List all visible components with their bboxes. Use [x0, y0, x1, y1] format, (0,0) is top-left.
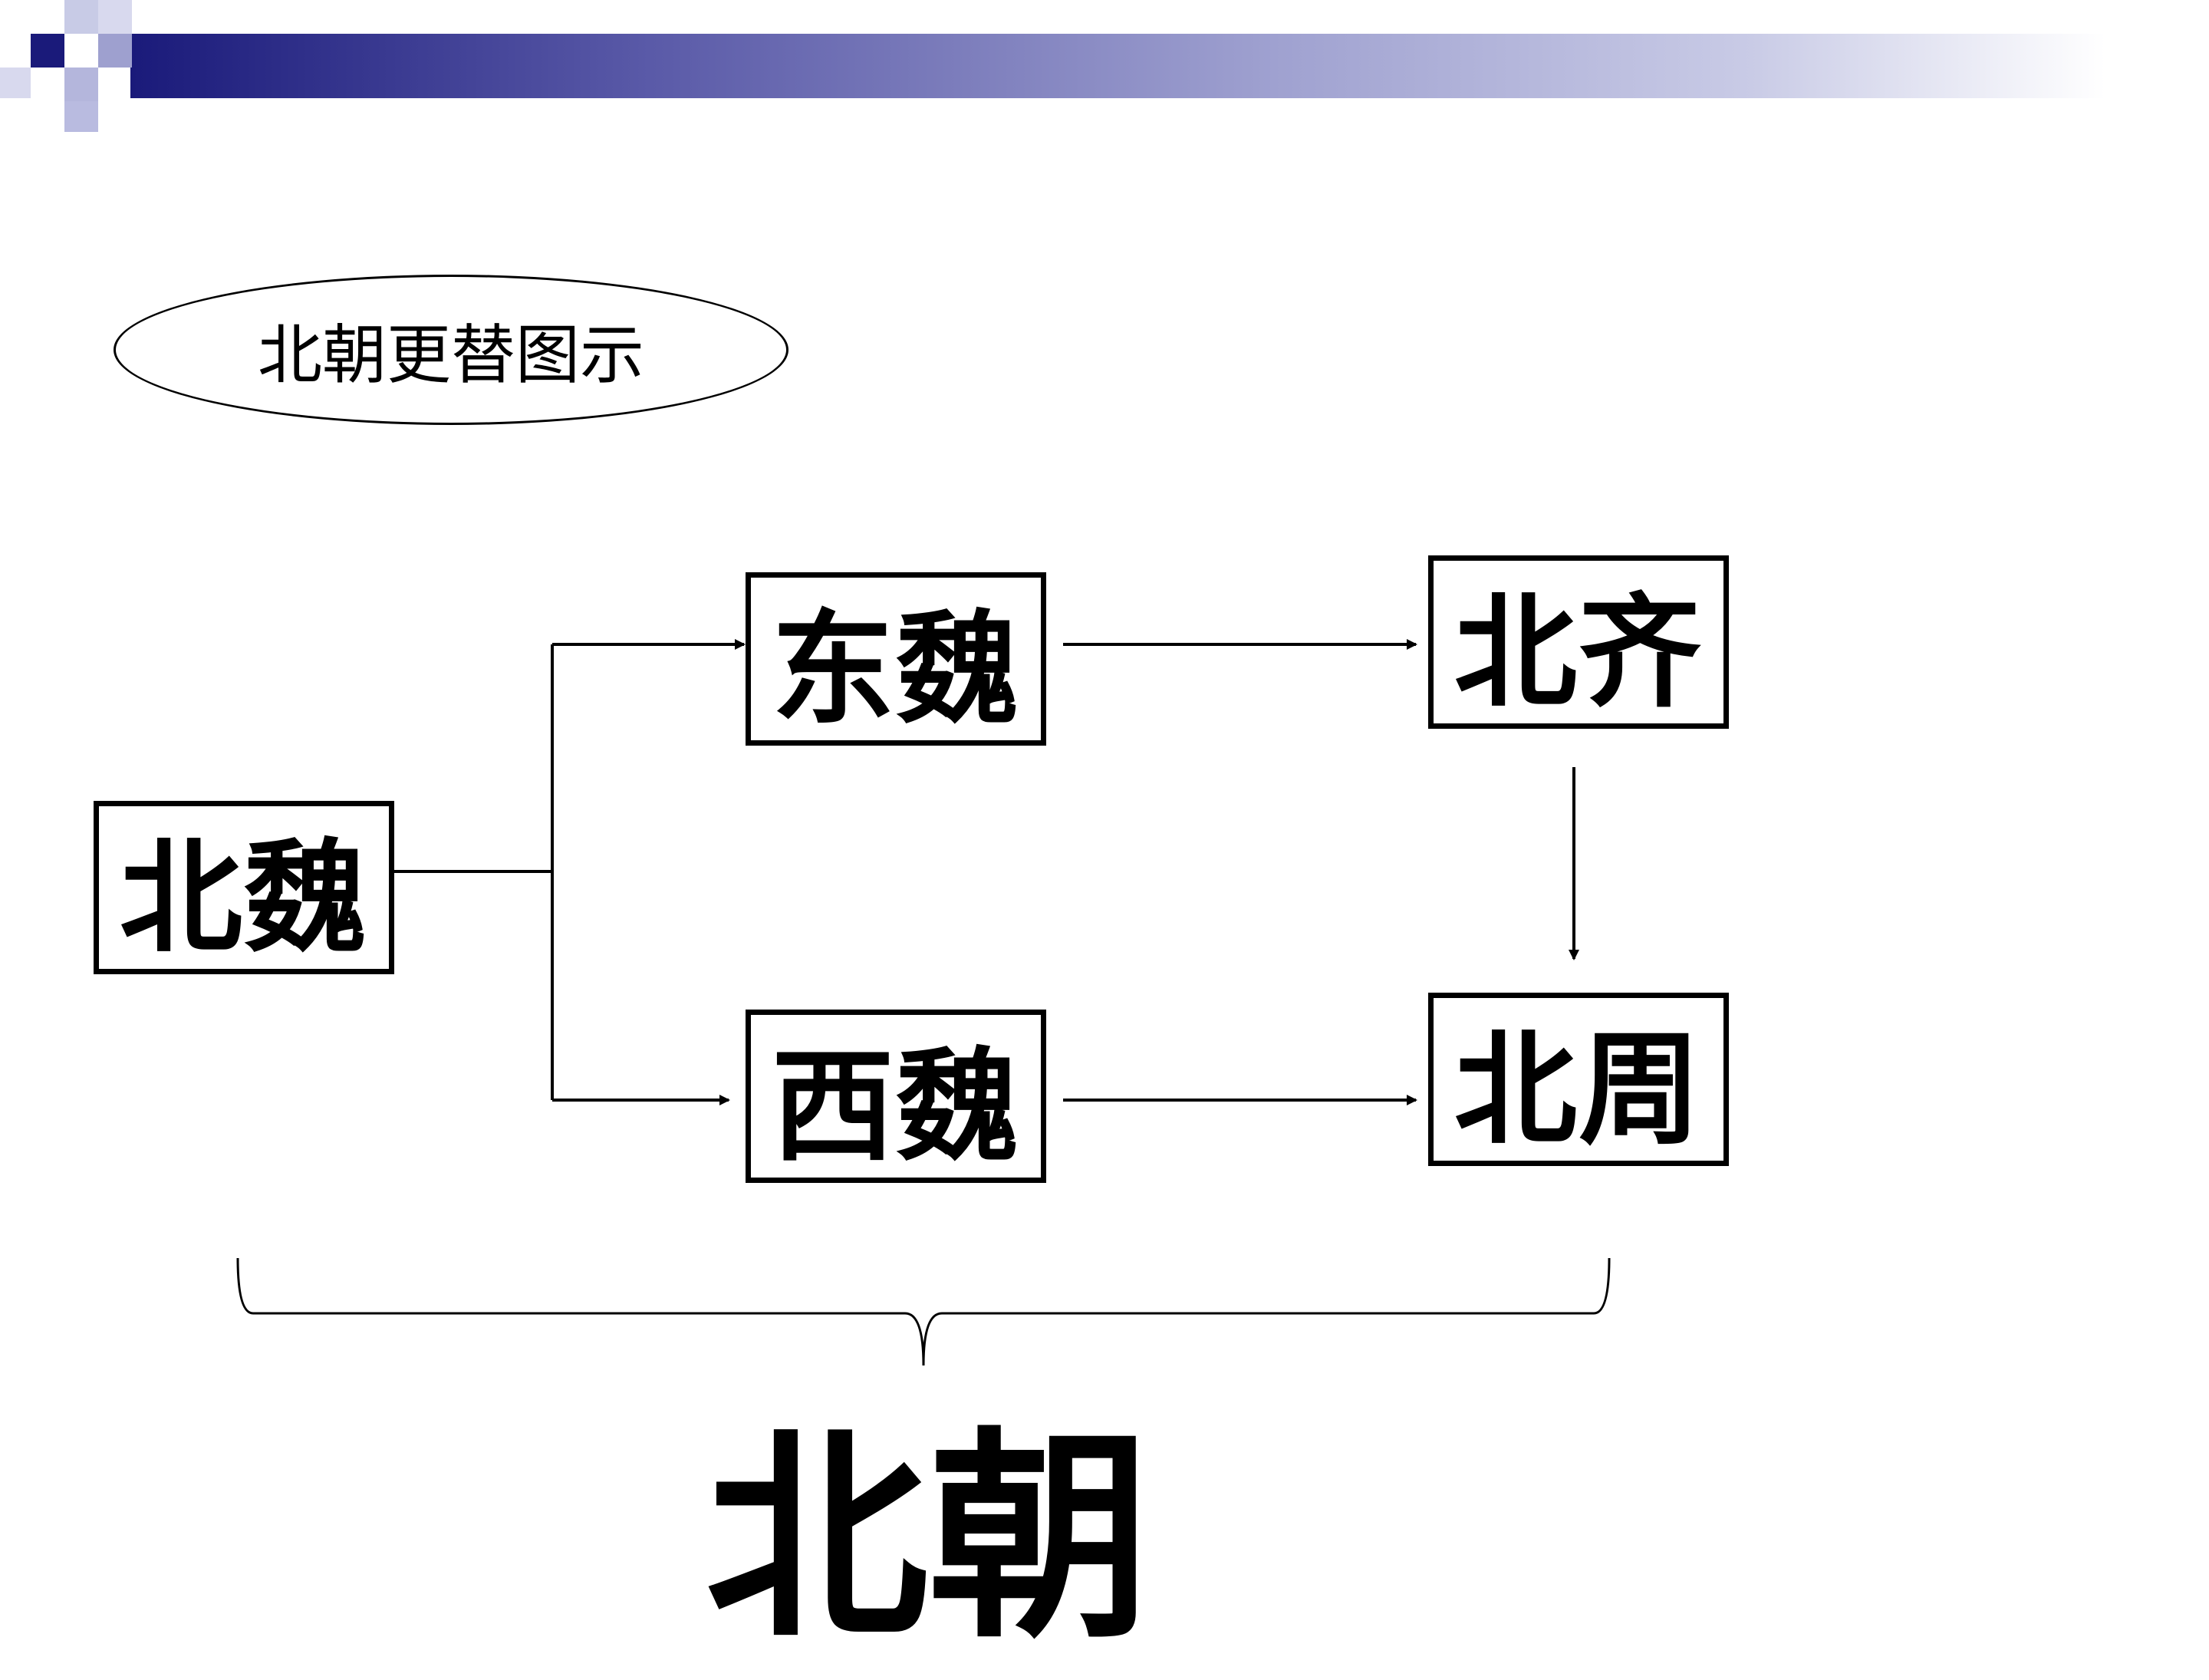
- header-square: [0, 0, 34, 34]
- header-square: [64, 101, 98, 132]
- group-label: 北朝: [706, 1408, 1151, 1668]
- diagram-title: 北朝更替图示: [114, 275, 788, 425]
- header-square: [64, 0, 98, 34]
- header-band: [0, 0, 2209, 132]
- header-square: [64, 68, 98, 101]
- header-square: [98, 34, 132, 68]
- header-gradient-bar: [130, 34, 2209, 98]
- node-beizhou: 北周: [1428, 993, 1729, 1166]
- header-square: [31, 34, 64, 68]
- grouping-brace: [236, 1257, 1611, 1366]
- node-xiwei: 西魏: [746, 1010, 1046, 1183]
- header-square: [98, 0, 132, 34]
- node-beiwei: 北魏: [94, 801, 394, 974]
- node-dongwei: 东魏: [746, 572, 1046, 746]
- node-beiqi: 北齐: [1428, 555, 1729, 729]
- header-square: [0, 68, 31, 98]
